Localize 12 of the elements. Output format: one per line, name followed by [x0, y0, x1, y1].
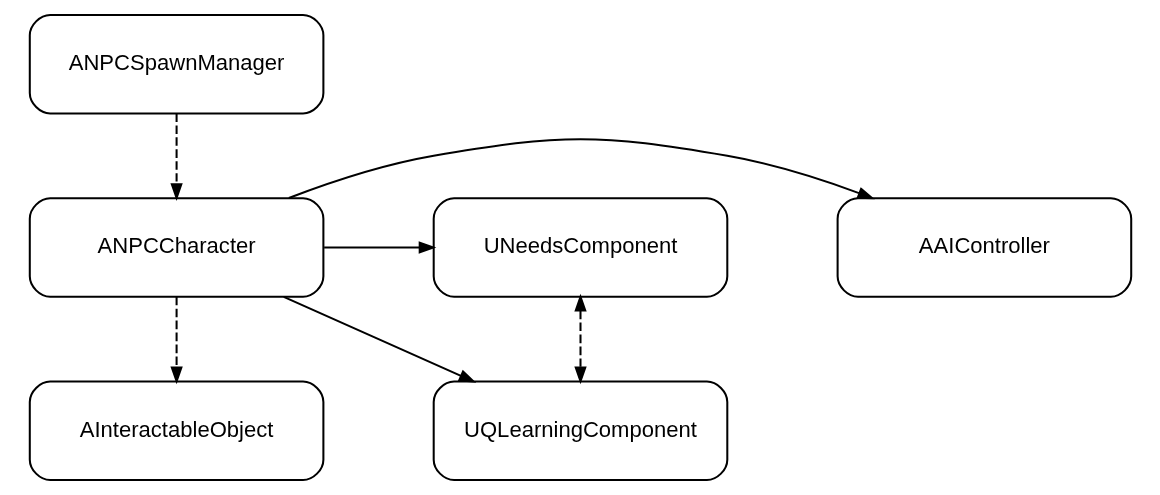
arrow	[323, 241, 436, 254]
node-box: AInteractableObject	[28, 380, 324, 481]
node-box: UQLearningComponent	[432, 380, 728, 481]
arrow	[169, 296, 183, 385]
node-box: ANPCSpawnManager	[28, 14, 324, 115]
node-box: ANPCCharacter	[28, 197, 324, 298]
arrow	[169, 113, 183, 201]
arrow	[288, 138, 875, 200]
node-box: AAIController	[836, 197, 1132, 298]
arrow	[282, 296, 476, 383]
arrow	[573, 293, 587, 385]
node-box: UNeedsComponent	[432, 197, 728, 298]
